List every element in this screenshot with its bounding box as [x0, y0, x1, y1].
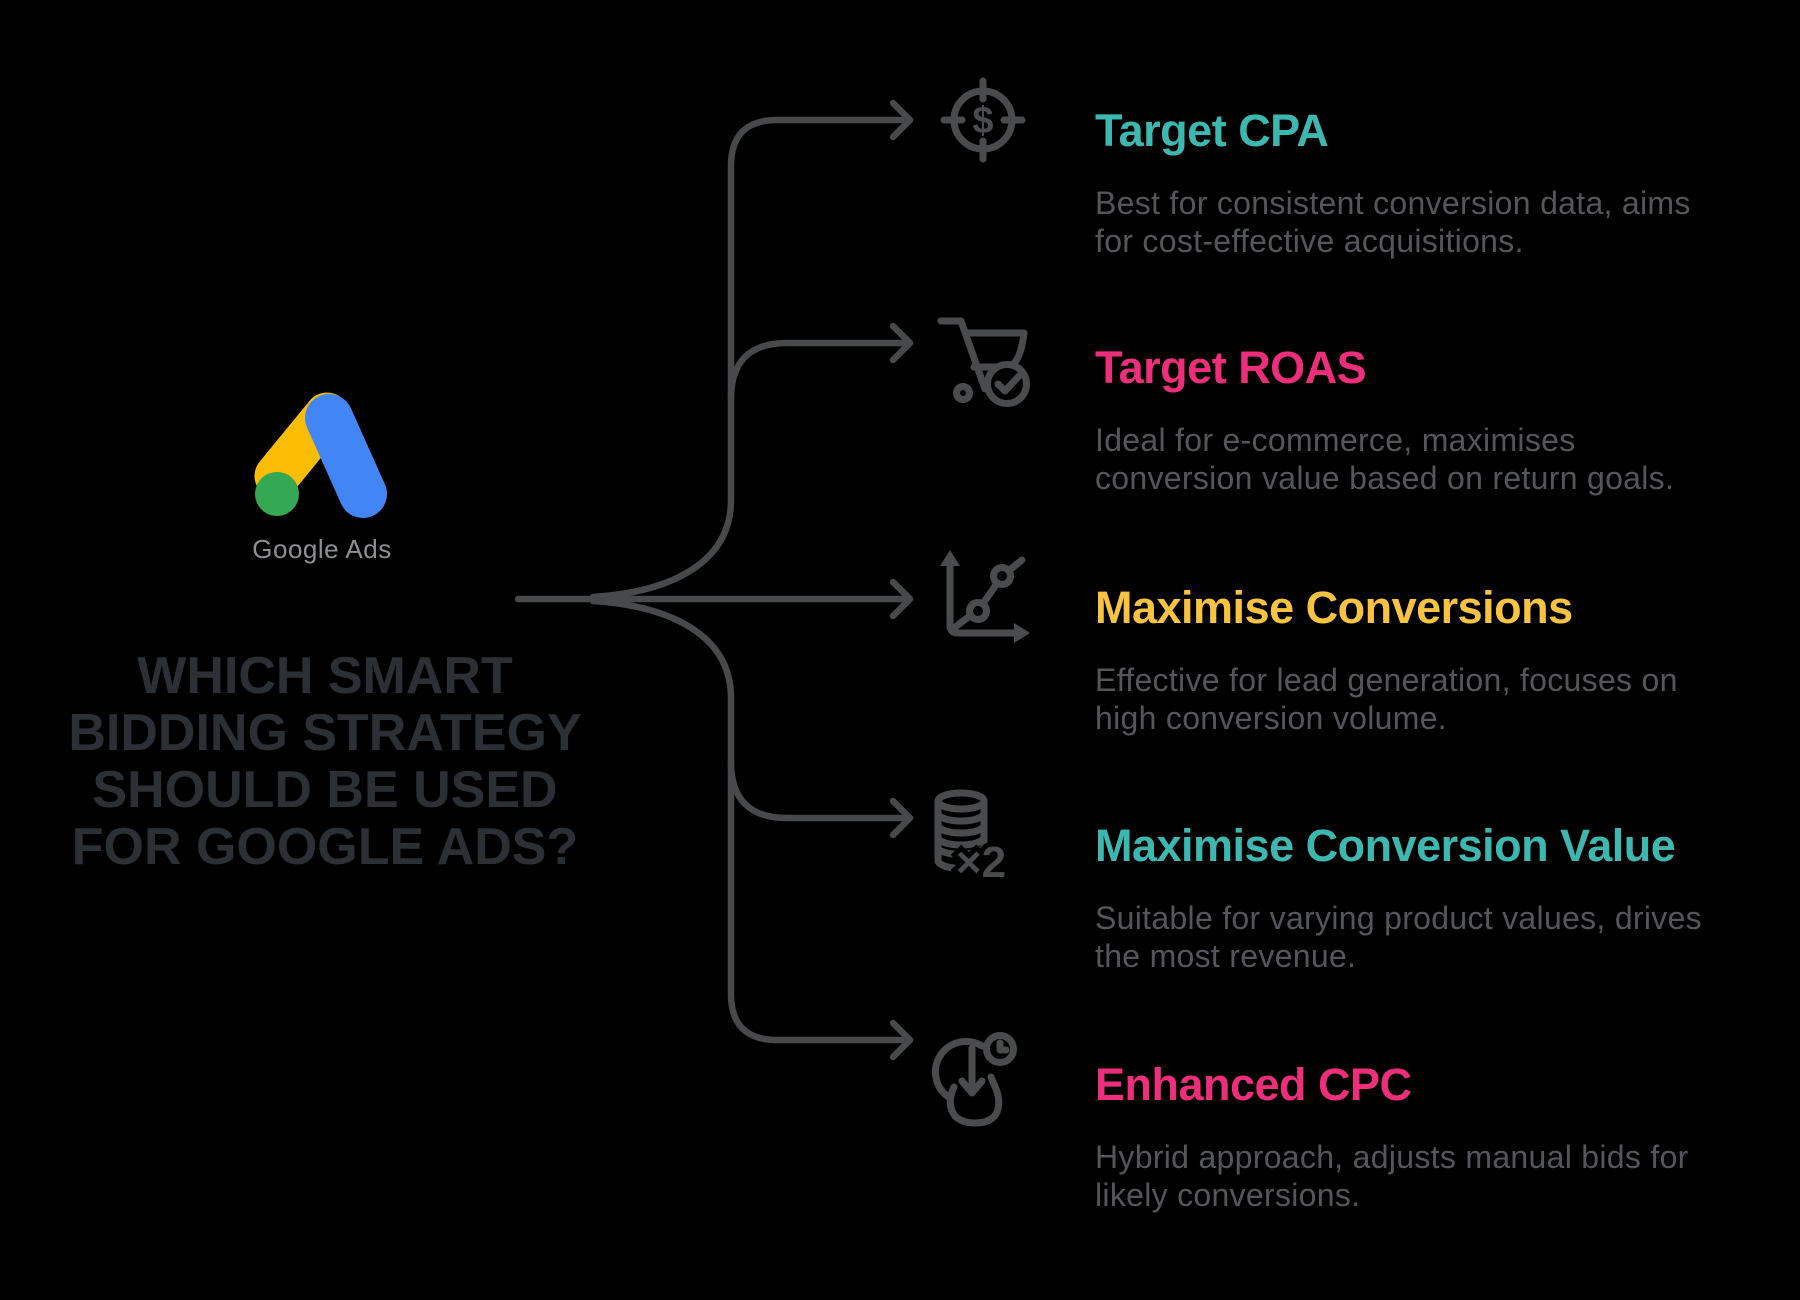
- page-title-line: WHICH SMART: [137, 647, 513, 705]
- strategy-description: Effective for lead generation, focuses o…: [1095, 661, 1795, 737]
- strategy-description: Ideal for e-commerce, maximises conversi…: [1095, 421, 1795, 497]
- strategy-description-line: Hybrid approach, adjusts manual bids for: [1095, 1139, 1689, 1175]
- page-title-line: SHOULD BE USED: [92, 761, 558, 819]
- arrowhead-fourth: [889, 797, 914, 839]
- strategy-maximise-conversion-value: Maximise Conversion Value Suitable for v…: [1095, 823, 1795, 975]
- strategy-description-line: likely conversions.: [1095, 1177, 1361, 1213]
- strategy-description-line: conversion value based on return goals.: [1095, 460, 1675, 496]
- google-ads-logo: [254, 392, 387, 518]
- google-ads-label: Google Ads: [252, 534, 392, 564]
- page-title-line: BIDDING STRATEGY: [68, 704, 582, 762]
- branch-line-bottom: [589, 597, 914, 1044]
- strategy-description-line: Ideal for e-commerce, maximises: [1095, 422, 1576, 458]
- strategy-enhanced-cpc: Enhanced CPC Hybrid approach, adjusts ma…: [1095, 1062, 1795, 1214]
- growth-chart-icon: [940, 550, 1030, 643]
- strategy-description-line: the most revenue.: [1095, 938, 1357, 974]
- target-dollar-icon: $: [940, 77, 1026, 163]
- strategy-description-line: high conversion volume.: [1095, 700, 1447, 736]
- branch-lines: [514, 99, 914, 1061]
- branch-line-fourth: [727, 758, 914, 822]
- strategy-description: Best for consistent conversion data, aim…: [1095, 184, 1795, 260]
- strategy-title: Target ROAS: [1095, 342, 1367, 393]
- strategy-description-line: Effective for lead generation, focuses o…: [1095, 662, 1678, 698]
- arrowhead-second: [889, 322, 914, 364]
- coins-x2-icon: ×2: [934, 789, 1011, 892]
- x2-glyph: ×2: [956, 838, 1006, 887]
- strategy-target-roas: Target ROAS Ideal for e-commerce, maximi…: [1095, 345, 1795, 497]
- strategy-description: Hybrid approach, adjusts manual bids for…: [1095, 1138, 1795, 1214]
- strategy-target-cpa: Target CPA Best for consistent conversio…: [1095, 108, 1795, 260]
- page-title: WHICH SMART BIDDING STRATEGY SHOULD BE U…: [30, 648, 620, 876]
- strategy-description: Suitable for varying product values, dri…: [1095, 899, 1795, 975]
- strategy-title: Maximise Conversions: [1095, 582, 1573, 633]
- logo-green-dot: [255, 472, 299, 516]
- branch-line-second: [727, 339, 914, 403]
- arrowhead-top: [889, 99, 914, 141]
- strategy-title: Enhanced CPC: [1095, 1059, 1412, 1110]
- strategy-description-line: for cost-effective acquisitions.: [1095, 223, 1524, 259]
- logo-blue-bar: [305, 394, 387, 518]
- strategy-maximise-conversions: Maximise Conversions Effective for lead …: [1095, 585, 1795, 737]
- strategy-title: Maximise Conversion Value: [1095, 820, 1676, 871]
- arrowhead-middle: [889, 578, 914, 620]
- page-title-line: FOR GOOGLE ADS?: [71, 818, 579, 876]
- dollar-glyph: $: [972, 100, 993, 142]
- strategy-title: Target CPA: [1095, 105, 1329, 156]
- strategy-description-line: Best for consistent conversion data, aim…: [1095, 185, 1691, 221]
- strategy-description-line: Suitable for varying product values, dri…: [1095, 900, 1702, 936]
- click-clock-icon: [931, 1032, 1017, 1127]
- cart-check-icon: [937, 317, 1030, 407]
- arrowhead-bottom: [889, 1019, 914, 1061]
- branch-line-top: [589, 116, 914, 601]
